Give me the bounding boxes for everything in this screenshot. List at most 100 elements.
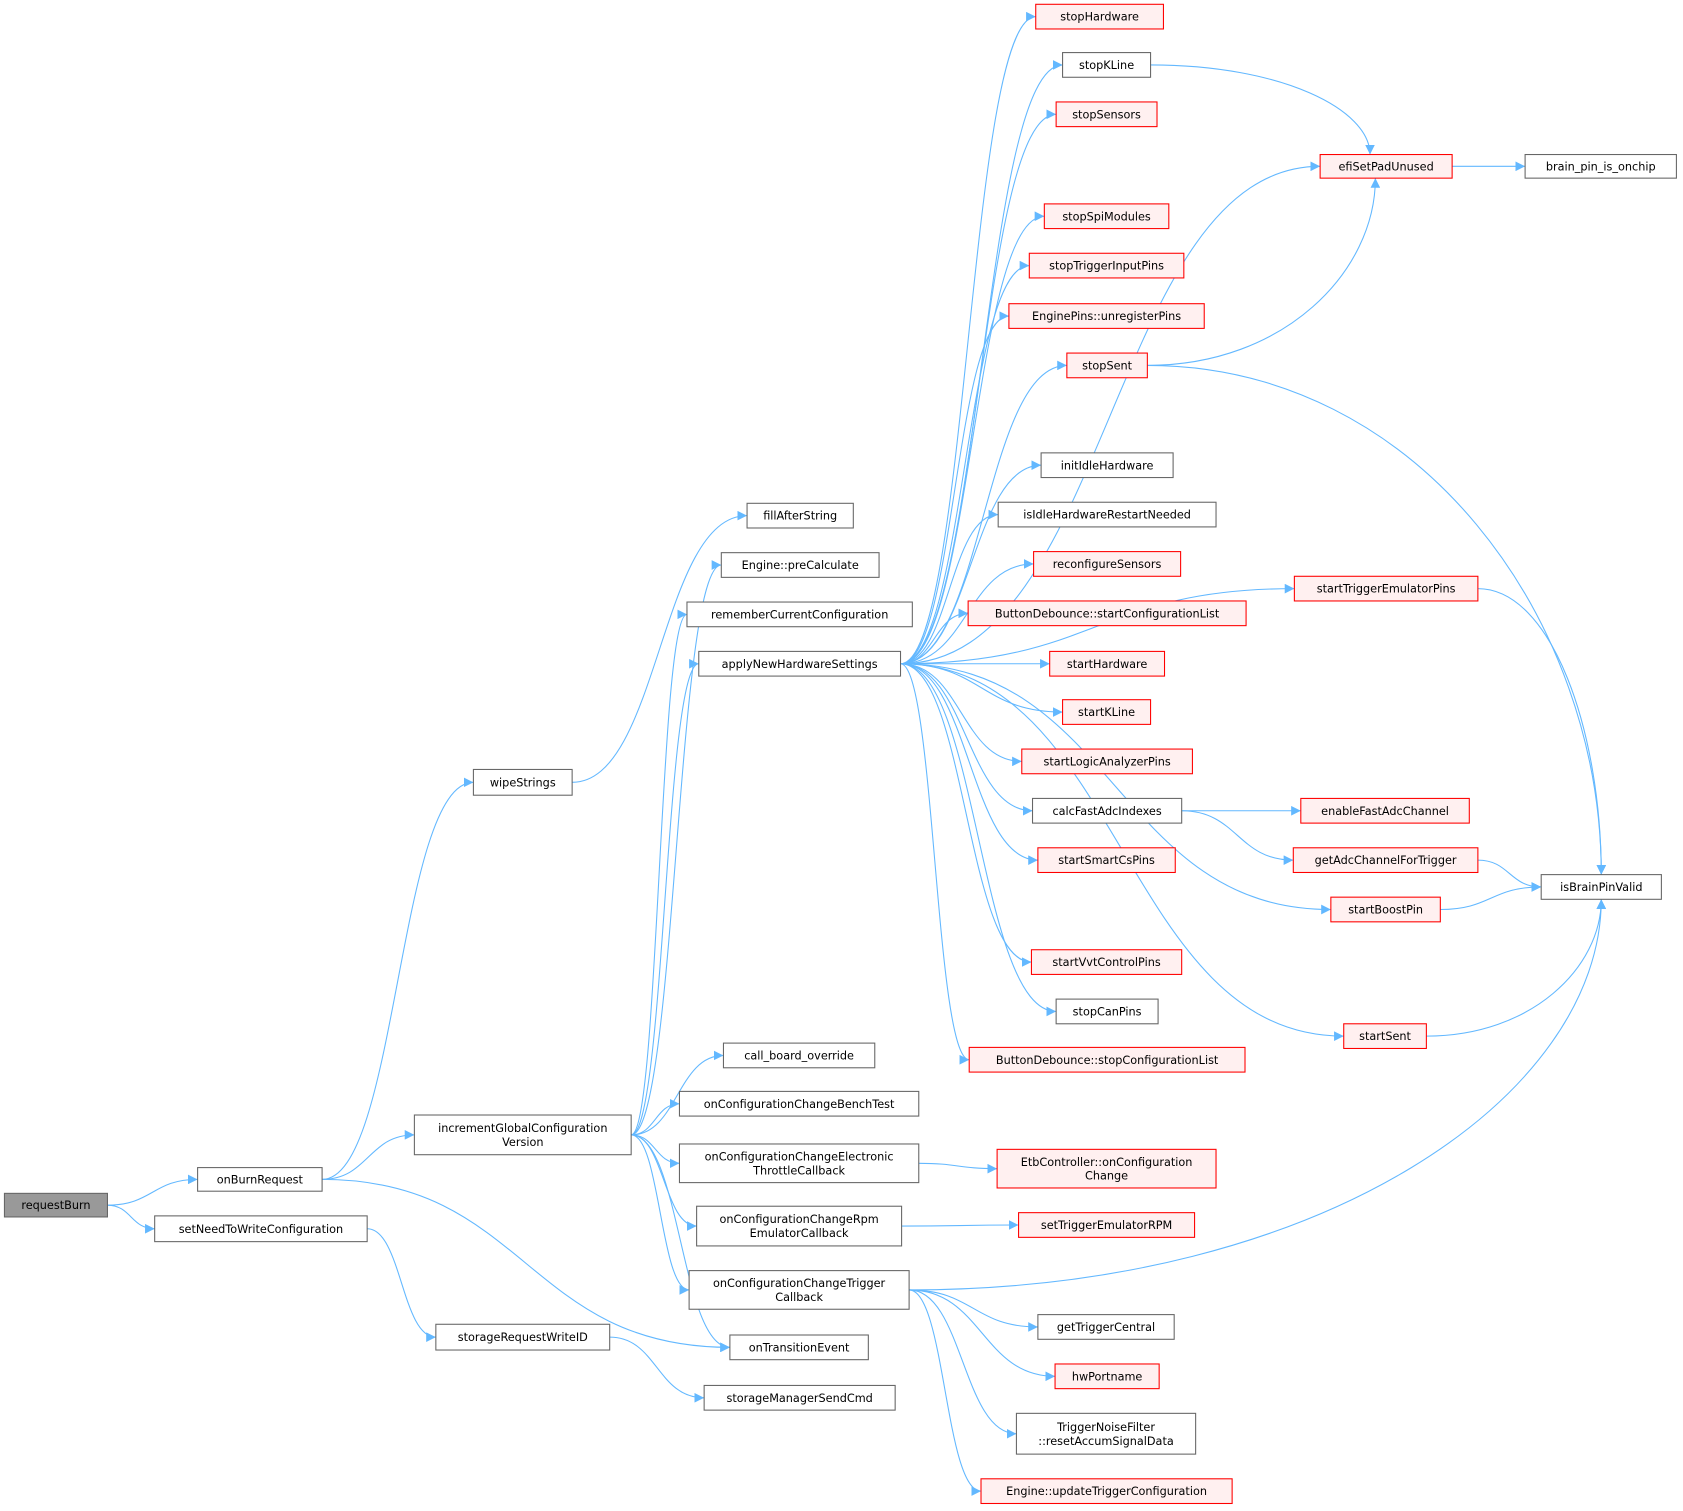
node-on-configuration-change-bench-test[interactable]: onConfigurationChangeBenchTest	[678, 1090, 920, 1117]
node-is-brain-pin-valid[interactable]: isBrainPinValid	[1540, 874, 1662, 900]
node-box	[1018, 1212, 1196, 1238]
node-box	[1054, 1363, 1160, 1390]
node-apply-new-hardware-settings[interactable]: applyNewHardwareSettings	[698, 650, 902, 677]
edge-on-configuration-change-electronic-throttle-callback-to-etb-on-configuration-change	[918, 1162, 998, 1174]
node-brain-pin-is-onchip[interactable]: brain_pin_is_onchip	[1524, 153, 1677, 179]
node-on-transition-event[interactable]: onTransitionEvent	[729, 1334, 869, 1361]
node-reset-accum-signal-data[interactable]: TriggerNoiseFilter::resetAccumSignalData	[1015, 1412, 1197, 1455]
node-reconfigure-sensors[interactable]: reconfigureSensors	[1033, 551, 1182, 577]
node-box	[696, 1205, 903, 1247]
edge-apply-new-hardware-settings-to-unregister-pins	[900, 311, 1009, 665]
node-stop-hardware[interactable]: stopHardware	[1035, 3, 1164, 30]
node-stop-configuration-list[interactable]: ButtonDebounce::stopConfigurationList	[968, 1046, 1246, 1073]
node-stop-spi-modules[interactable]: stopSpiModules	[1043, 203, 1170, 230]
node-label: TriggerNoiseFilter	[1056, 1421, 1155, 1434]
node-stop-trigger-input-pins[interactable]: stopTriggerInputPins	[1028, 252, 1185, 279]
edge-on-burn-request-to-increment-global-configuration-version	[322, 1130, 415, 1180]
node-engine-pre-calculate[interactable]: Engine::preCalculate	[720, 552, 880, 578]
node-box	[698, 650, 902, 677]
node-stop-sensors[interactable]: stopSensors	[1055, 101, 1158, 128]
node-box	[1343, 1023, 1427, 1050]
node-wipe-strings[interactable]: wipeStrings	[472, 768, 573, 796]
node-hw-portname[interactable]: hwPortname	[1054, 1363, 1160, 1390]
node-start-kline[interactable]: startKLine	[1062, 699, 1152, 725]
edge-apply-new-hardware-settings-to-efi-set-pad-unused	[900, 161, 1321, 665]
node-label: storageManagerSendCmd	[726, 1392, 872, 1405]
edge-storage-request-write-id-to-storage-manager-send-cmd	[609, 1336, 705, 1403]
edge-on-configuration-change-trigger-callback-to-update-trigger-configuration	[909, 1289, 982, 1496]
node-label: EtbController::onConfiguration	[1021, 1156, 1193, 1169]
edge-increment-global-configuration-version-to-call-board-override	[631, 1050, 724, 1136]
edge-start-trigger-emulator-pins-to-is-brain-pin-valid	[1477, 588, 1607, 875]
node-init-idle-hardware[interactable]: initIdleHardware	[1040, 452, 1174, 479]
edge-apply-new-hardware-settings-to-is-idle-hardware-restart-needed	[900, 509, 999, 665]
edge-stop-sent-to-efi-set-pad-unused	[1147, 178, 1381, 366]
node-get-adc-channel-for-trigger[interactable]: getAdcChannelForTrigger	[1292, 847, 1479, 874]
node-label: call_board_override	[744, 1050, 854, 1063]
node-start-smart-cs-pins[interactable]: startSmartCsPins	[1037, 847, 1176, 874]
node-set-trigger-emulator-rpm[interactable]: setTriggerEmulatorRPM	[1018, 1212, 1196, 1238]
node-box	[1293, 575, 1479, 602]
node-start-vvt-control-pins[interactable]: startVvtControlPins	[1030, 949, 1183, 975]
node-unregister-pins[interactable]: EnginePins::unregisterPins	[1008, 303, 1205, 329]
node-box	[3, 1192, 108, 1218]
node-box	[1540, 874, 1662, 900]
node-label: enableFastAdcChannel	[1321, 805, 1449, 818]
edge-on-configuration-change-trigger-callback-to-get-trigger-central	[909, 1289, 1038, 1332]
node-start-boost-pin[interactable]: startBoostPin	[1330, 896, 1441, 923]
node-update-trigger-configuration[interactable]: Engine::updateTriggerConfiguration	[980, 1478, 1233, 1505]
node-box	[968, 1046, 1246, 1073]
node-label: rememberCurrentConfiguration	[711, 608, 888, 621]
node-request-burn[interactable]: requestBurn	[3, 1192, 108, 1218]
node-calc-fast-adc-indexes[interactable]: calcFastAdcIndexes	[1031, 797, 1183, 824]
node-box	[967, 600, 1247, 627]
node-label: getAdcChannelForTrigger	[1315, 854, 1457, 867]
node-label: isIdleHardwareRestartNeeded	[1023, 509, 1191, 522]
node-set-need-to-write-configuration[interactable]: setNeedToWriteConfiguration	[154, 1215, 368, 1243]
node-get-trigger-central[interactable]: getTriggerCentral	[1037, 1314, 1175, 1340]
node-label: onConfigurationChangeBenchTest	[704, 1098, 895, 1111]
node-box	[1037, 1314, 1175, 1340]
node-box	[686, 601, 913, 628]
edge-on-configuration-change-trigger-callback-to-hw-portname	[909, 1289, 1056, 1382]
node-storage-request-write-id[interactable]: storageRequestWriteID	[435, 1323, 611, 1351]
node-label: setTriggerEmulatorRPM	[1041, 1219, 1172, 1232]
node-efi-set-pad-unused[interactable]: efiSetPadUnused	[1319, 153, 1453, 179]
node-is-idle-hardware-restart-needed[interactable]: isIdleHardwareRestartNeeded	[997, 501, 1217, 528]
node-stop-can-pins[interactable]: stopCanPins	[1055, 998, 1159, 1025]
node-start-trigger-emulator-pins[interactable]: startTriggerEmulatorPins	[1293, 575, 1479, 602]
node-stop-sent[interactable]: stopSent	[1066, 352, 1148, 379]
node-storage-manager-send-cmd[interactable]: storageManagerSendCmd	[703, 1384, 896, 1411]
node-label: startKLine	[1078, 706, 1135, 719]
node-label: getTriggerCentral	[1057, 1321, 1155, 1334]
node-label: onConfigurationChangeTrigger	[713, 1277, 886, 1290]
node-box	[1037, 847, 1176, 874]
node-on-configuration-change-electronic-throttle-callback[interactable]: onConfigurationChangeElectronicThrottleC…	[678, 1143, 920, 1184]
node-label: efiSetPadUnused	[1339, 160, 1434, 173]
node-on-burn-request[interactable]: onBurnRequest	[197, 1167, 323, 1192]
node-box	[435, 1323, 611, 1351]
edge-start-boost-pin-to-is-brain-pin-valid	[1440, 882, 1542, 911]
node-etb-on-configuration-change[interactable]: EtbController::onConfigurationChange	[996, 1148, 1217, 1189]
node-start-sent[interactable]: startSent	[1343, 1023, 1427, 1050]
edge-apply-new-hardware-settings-to-start-smart-cs-pins	[900, 663, 1038, 865]
node-remember-current-configuration[interactable]: rememberCurrentConfiguration	[686, 601, 913, 628]
node-label: onConfigurationChangeElectronic	[705, 1150, 894, 1163]
node-start-hardware[interactable]: startHardware	[1049, 650, 1166, 677]
node-box	[997, 501, 1217, 528]
node-fill-after-string[interactable]: fillAfterString	[746, 502, 854, 529]
node-label: startSent	[1359, 1030, 1411, 1043]
node-label: isBrainPinValid	[1560, 881, 1642, 894]
node-call-board-override[interactable]: call_board_override	[722, 1042, 876, 1069]
node-label: startTriggerEmulatorPins	[1317, 583, 1456, 596]
edge-set-need-to-write-configuration-to-storage-request-write-id	[367, 1228, 436, 1342]
node-label: ButtonDebounce::startConfigurationList	[995, 607, 1220, 620]
node-enable-fast-adc-channel[interactable]: enableFastAdcChannel	[1300, 797, 1470, 824]
node-start-configuration-list[interactable]: ButtonDebounce::startConfigurationList	[967, 600, 1247, 627]
node-stop-kline[interactable]: stopKLine	[1062, 52, 1152, 78]
edge-increment-global-configuration-version-to-engine-pre-calculate	[631, 560, 722, 1136]
node-start-logic-analyzer-pins[interactable]: startLogicAnalyzerPins	[1021, 748, 1193, 775]
